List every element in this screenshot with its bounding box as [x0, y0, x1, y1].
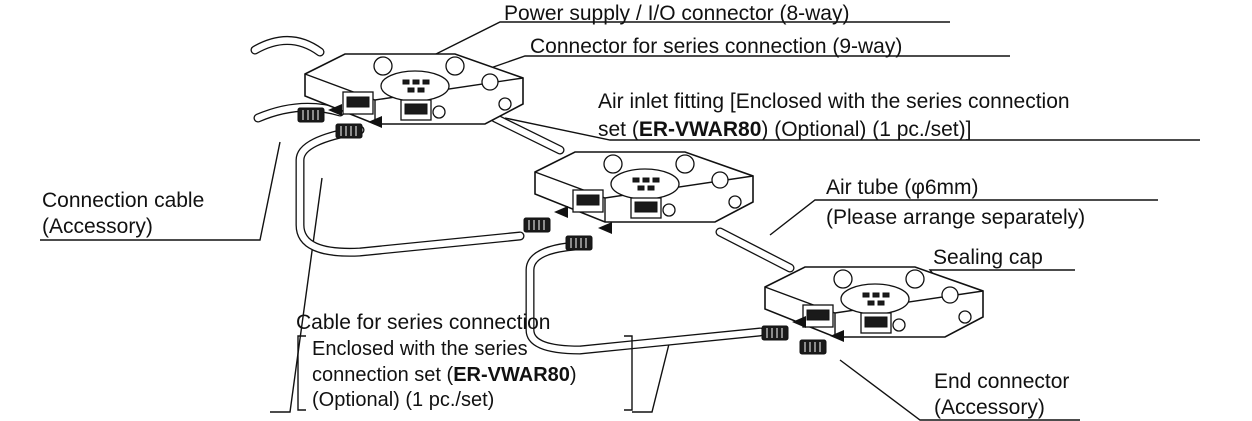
connection-cable-label-line2: (Accessory) — [42, 215, 153, 238]
series-cable-title: Cable for series connection — [296, 311, 550, 334]
series-cable-line2: connection set (ER-VWAR80) — [312, 364, 577, 386]
air-tube-label-line1: Air tube (φ6mm) — [826, 176, 978, 199]
power-supply-label: Power supply / I/O connector (8-way) — [504, 2, 849, 25]
air-inlet-label-line1: Air inlet fitting [Enclosed with the ser… — [598, 90, 1070, 113]
leader-lines — [40, 21, 1200, 421]
air-tube-label-line2: (Please arrange separately) — [826, 206, 1085, 229]
connection-cable-label-line1: Connection cable — [42, 189, 204, 212]
insert-arrow-icon — [328, 104, 844, 342]
series-cable-bracket — [297, 335, 633, 411]
air-inlet-label-line2: set (ER-VWAR80) (Optional) (1 pc./set)] — [598, 118, 971, 141]
ionizer-unit-3 — [764, 266, 984, 338]
end-connector-label-line2: (Accessory) — [934, 396, 1045, 419]
sealing-cap-label: Sealing cap — [933, 246, 1043, 269]
end-connector-label-line1: End connector — [934, 370, 1069, 393]
series-cable-line3: (Optional) (1 pc./set) — [312, 389, 494, 411]
series-connector-label: Connector for series connection (9-way) — [530, 35, 902, 58]
series-cable-line1: Enclosed with the series — [312, 338, 528, 360]
series-cable-illustration — [295, 125, 765, 355]
air-tube-icon — [490, 113, 795, 273]
